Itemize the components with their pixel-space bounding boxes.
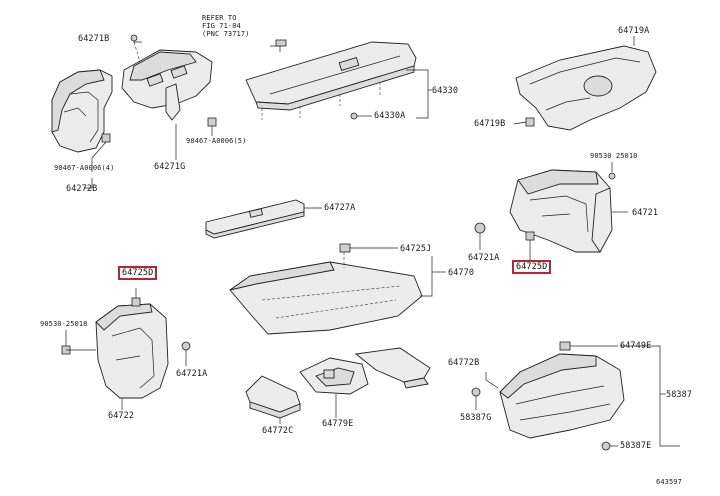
clip-64719B [525,117,535,127]
label-64772B[interactable]: 64772B [448,358,480,368]
label-64725D-left-highlighted[interactable]: 64725D [118,266,158,280]
clip-64721A-l [181,341,191,351]
label-90467-a[interactable]: 90467-A0006(5) [186,137,247,145]
part-64271G [121,49,213,121]
clip-64271B [130,34,138,42]
clip-58387E [601,441,611,451]
label-64772C[interactable]: 64772C [262,426,294,436]
label-64725D-right-highlighted[interactable]: 64725D [512,260,552,274]
clip-64725J [339,243,351,253]
clip-64749E [559,341,571,351]
refer-note-line1: REFER TO [202,14,237,22]
leader-64719B [513,121,527,125]
part-64330 [245,41,417,120]
clip-58387G [471,387,481,397]
refer-note-line2: FIG 71-04 [202,22,241,30]
refer-note-line3: (PNC 73717) [202,30,250,38]
label-64722[interactable]: 64722 [108,411,135,421]
part-64721 [509,169,613,253]
clip-90530a [608,172,616,180]
label-64272B[interactable]: 64272B [66,184,98,194]
label-64727A[interactable]: 64727A [324,203,356,213]
leader-64330 [406,69,429,119]
clip-64725D-r [525,231,535,241]
clip-90467b [101,133,111,143]
clip-64721A-r [474,222,486,234]
leader-90530b [65,330,96,351]
label-90530-b[interactable]: 90530-25018 [40,320,88,328]
label-90530-a[interactable]: 90530 25010 [590,152,638,160]
part-58387 [499,353,625,439]
label-64721[interactable]: 64721 [632,208,659,218]
label-64271G[interactable]: 64271G [154,162,186,172]
label-64770[interactable]: 64770 [448,268,475,278]
label-64330[interactable]: 64330 [432,86,459,96]
label-64721A-right[interactable]: 64721A [468,253,500,263]
part-64719A [515,45,657,131]
label-58387E[interactable]: 58387E [620,441,652,451]
part-64272B [51,69,113,153]
leader-refer [270,45,281,52]
part-64770 [229,261,423,335]
clip-90467a [207,117,217,127]
refer-bracket [275,39,287,47]
label-64725J[interactable]: 64725J [400,244,432,254]
label-64779E[interactable]: 64779E [322,419,354,429]
label-58387[interactable]: 58387 [666,390,693,400]
part-64772-mid [354,347,431,389]
label-90467-b[interactable]: 90467-A0006(4) [54,164,115,172]
label-58387G[interactable]: 58387G [460,413,492,423]
dash-64271B [133,41,141,63]
leader-58387-bracket [620,345,680,447]
leader-64772B [485,372,499,389]
label-64330A[interactable]: 64330A [374,111,406,121]
label-64721A-left[interactable]: 64721A [176,369,208,379]
leader-90467b [91,141,107,172]
clip-64725D-l [131,297,141,307]
part-64772C [245,375,301,419]
part-64727A [205,199,305,239]
clip-64330A [350,112,358,120]
label-64719B[interactable]: 64719B [474,119,506,129]
part-64722 [95,303,169,399]
leader-64272B [84,178,93,189]
label-64271B[interactable]: 64271B [78,34,110,44]
diagram-id: 643597 [656,478,682,486]
label-64719A[interactable]: 64719A [618,26,650,36]
part-64779E [299,357,369,395]
leader-64770 [420,256,433,297]
label-64749E[interactable]: 64749E [620,341,652,351]
